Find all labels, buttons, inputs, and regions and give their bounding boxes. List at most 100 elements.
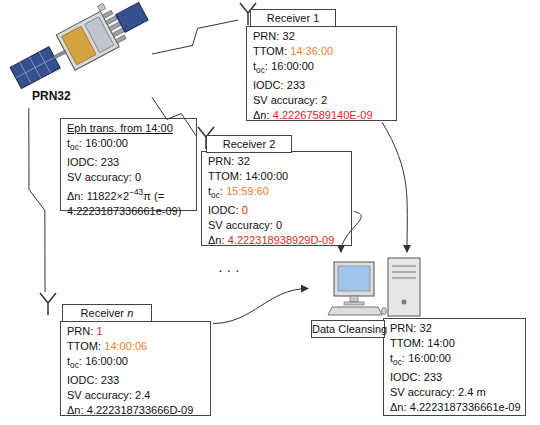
receiver-node: ReceivernPRN:1TTOM:14:00:06toc:16:00:00I… [38, 292, 213, 418]
node-text: 2 [321, 94, 327, 106]
node-text: 233 [287, 79, 305, 91]
text-line: Receiver 2 [207, 136, 291, 152]
node-text: 233 [101, 374, 119, 386]
node-text: IODC: [67, 156, 98, 168]
node-text: oc [70, 361, 79, 370]
node-text: SV accuracy: [253, 94, 318, 106]
data-box: PRN:32TTOM:14:00toc:16:00:00IODC:233SV a… [383, 318, 526, 416]
receiver-node: Receiver 1PRN:32TTOM:14:36:00toc:16:00:0… [238, 2, 398, 122]
shape-rect [102, 10, 113, 18]
text-line: PRN:32 [253, 29, 390, 44]
text-line: SV accuracy:2.4 m [390, 385, 519, 400]
node-text: : [402, 352, 405, 364]
node-text: 15:59:60 [226, 185, 269, 197]
node-text: : [220, 185, 223, 197]
satellite-illustration [4, 0, 153, 97]
ephemeris-box: Eph trans. from 14:00toc:16:00:00IODC:23… [60, 118, 197, 211]
text-line: IODC:0 [208, 203, 345, 218]
node-text: 32 [420, 322, 432, 334]
text-line: toc:16:00:00 [253, 59, 390, 78]
node-text: PRN: [390, 322, 416, 334]
text-line: TTOM:14:00 [390, 336, 519, 351]
node-text: Receiver [81, 307, 124, 319]
node-text: PRN: [67, 325, 93, 337]
node-text: 14:00 [427, 337, 455, 349]
power-button [402, 300, 407, 305]
text-line: Receiver 1 [251, 10, 335, 26]
satellite-body [56, 11, 119, 70]
node-text: t [208, 185, 211, 197]
node-text: 4.2223187336661e-09 [410, 401, 521, 413]
text-line: SV accuracy:2.4 [67, 388, 204, 403]
data-arrow [382, 122, 407, 252]
node-text: 2.4 [135, 389, 150, 401]
ellipsis-label: · · · [218, 262, 240, 278]
node-text: 11822×2 [87, 190, 129, 202]
node-text: SV accuracy: [208, 219, 273, 231]
data-box: Eph trans. from 14:00toc:16:00:00IODC:23… [60, 118, 197, 211]
node-text: 233 [424, 371, 442, 383]
node-text: 16:00:00 [408, 352, 451, 364]
node-text: oc [70, 143, 79, 152]
panel-grid [10, 47, 60, 89]
node-text: (= [154, 190, 164, 202]
text-line: 4.2223187336661e-09) [67, 204, 190, 219]
text-line: Eph trans. from 14:00 [67, 121, 190, 136]
node-text: 16:00:00 [85, 355, 128, 367]
node-text: 0 [242, 204, 248, 216]
computer-tower [388, 258, 420, 316]
node-text: π [143, 190, 151, 202]
text-line: IODC:233 [390, 370, 519, 385]
monitor-base [344, 302, 364, 305]
drive-slots [392, 266, 416, 278]
radio-link [29, 108, 45, 292]
text-line: Δn:4.222318733666D-09 [67, 403, 204, 418]
text-line: PRN: 32 [208, 154, 345, 169]
text-line: SV accuracy:0 [67, 170, 190, 185]
text-line: toc:16:00:00 [67, 354, 204, 373]
node-text: IODC: [253, 79, 284, 91]
node-text: 14:00:06 [104, 340, 147, 352]
node-text: Δn: [253, 109, 270, 121]
shape-path [40, 293, 56, 315]
data-box: PRN:32TTOM:14:00:00toc:15:59:60IODC:0SV … [201, 151, 352, 246]
node-label: PRN32 [32, 89, 102, 105]
screen [338, 266, 370, 291]
node-text: 32 [283, 30, 295, 42]
node-text: Eph trans. from 14:00 [67, 122, 173, 134]
text-line: TTOM:14:00:06 [67, 339, 204, 354]
node-text: n [127, 307, 133, 319]
node-text: TTOM: [208, 170, 242, 182]
node-text: Data Cleansing [312, 323, 387, 335]
node-text: TTOM: [67, 340, 101, 352]
node-text: 16:00:00 [271, 60, 314, 72]
node-text: PRN: [208, 155, 234, 167]
node-text: 2.4 m [458, 386, 486, 398]
text-line: IODC:233 [67, 155, 190, 170]
data-box: PRN:32TTOM:14:36:00toc:16:00:00IODC:233S… [246, 26, 397, 121]
text-line: Data Cleansing [312, 321, 384, 337]
node-text: 233 [101, 156, 119, 168]
node-text: TTOM: [390, 337, 424, 349]
text-line: toc:15:59:60 [208, 184, 345, 203]
keyboard [328, 307, 382, 315]
text-line: TTOM:14:00:00 [208, 169, 345, 184]
solar-panel [116, 2, 148, 32]
node-text: SV accuracy: [67, 171, 132, 183]
text-line: PRN32 [32, 89, 102, 104]
heading-box: Data Cleansing [311, 320, 385, 338]
node-text: Δn: [67, 190, 84, 202]
node-text: 4.222318938929D-09 [228, 234, 334, 246]
satellite-node: PRN32 [12, 0, 152, 108]
node-text: oc [211, 191, 220, 200]
text-line: IODC:233 [253, 78, 390, 93]
radio-link [152, 20, 238, 54]
node-text: 32 [238, 155, 250, 167]
node-text: : [79, 355, 82, 367]
solar-panel [10, 47, 60, 89]
sensor [98, 3, 106, 11]
data-cleansing-node: Data CleansingPRN:32TTOM:14:00toc:16:00:… [308, 252, 528, 418]
text-line: Δn:4.22267589140E-09 [253, 108, 390, 123]
node-text: Δn: [390, 401, 407, 413]
node-text: t [390, 352, 393, 364]
